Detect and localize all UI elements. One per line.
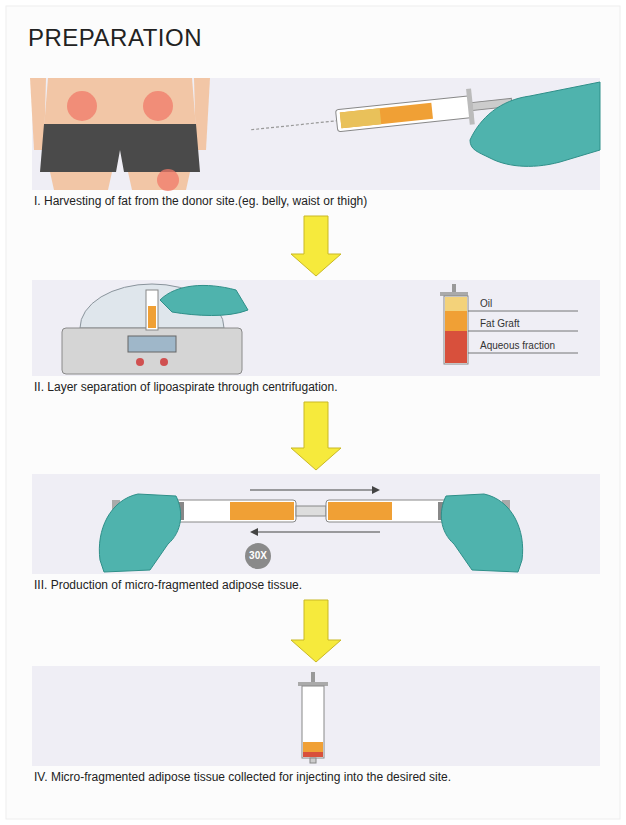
title: PREPARATION xyxy=(28,24,202,52)
flow-arrow xyxy=(291,600,341,662)
gloved-hand xyxy=(441,494,522,572)
collected-syringe xyxy=(298,672,328,763)
layer-label: Fat Graft xyxy=(480,318,519,330)
flow-arrow xyxy=(291,216,341,276)
gloved-hand xyxy=(99,494,180,572)
panel-band xyxy=(32,666,600,766)
layer-label: Aqueous fraction xyxy=(480,340,555,352)
step-panel: III. Production of micro-fragmented adip… xyxy=(32,474,600,596)
panel-band xyxy=(32,78,600,190)
step-panel: I. Harvesting of fat from the donor site… xyxy=(32,78,600,212)
step-caption: IV. Micro-fragmented adipose tissue coll… xyxy=(32,770,596,785)
repeat-count: 30X xyxy=(238,550,278,562)
centrifuge xyxy=(62,284,248,374)
layer-label: Oil xyxy=(480,298,492,310)
step-caption: III. Production of micro-fragmented adip… xyxy=(32,578,596,593)
gloved-hand xyxy=(470,82,600,166)
step-panel: II. Layer separation of lipoaspirate thr… xyxy=(32,280,600,398)
step-caption: II. Layer separation of lipoaspirate thr… xyxy=(32,380,596,395)
step-caption: I. Harvesting of fat from the donor site… xyxy=(32,194,456,209)
flow-arrow xyxy=(291,402,341,470)
step-panel: IV. Micro-fragmented adipose tissue coll… xyxy=(32,666,600,788)
donor-body xyxy=(30,78,210,191)
panel-band xyxy=(32,474,600,574)
panel-band xyxy=(32,280,600,376)
layered-syringe xyxy=(440,284,578,364)
page-frame xyxy=(6,6,620,819)
